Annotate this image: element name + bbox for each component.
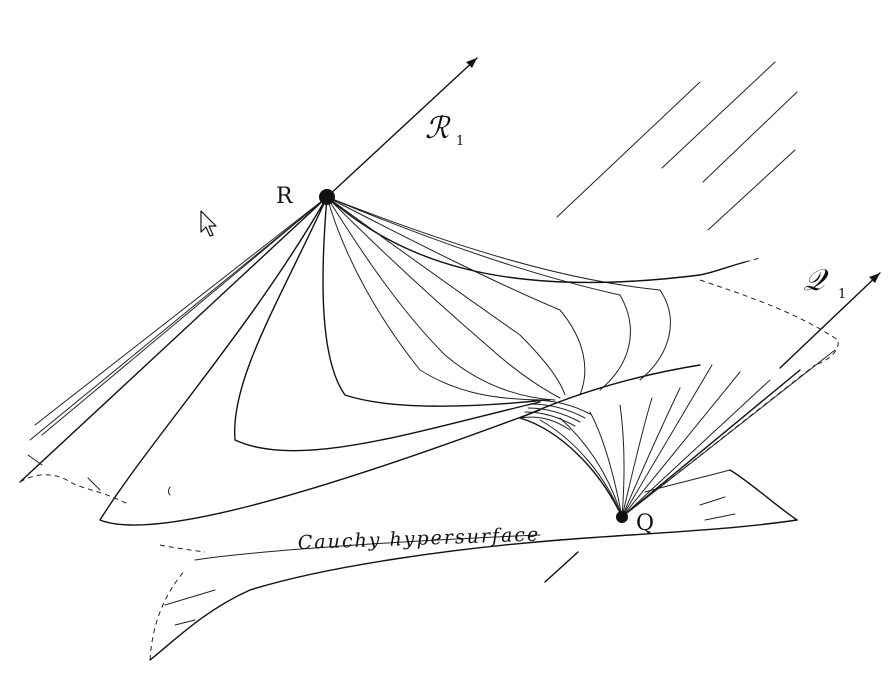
cauchy-hypersurface: [149, 469, 798, 661]
r-cone-generators: [19, 196, 839, 526]
event-q-dot: [616, 511, 628, 523]
r1-arrowhead: [466, 58, 477, 68]
label-q: Q: [636, 511, 654, 536]
label-r1-subscript: 1: [456, 134, 464, 149]
background-strokes: [556, 61, 798, 231]
mouse-pointer-icon: [200, 210, 217, 237]
label-cauchy-hypersurface: Cauchy hypersurface: [297, 524, 540, 554]
past-ray: [544, 551, 579, 583]
q1-ray: [779, 272, 881, 369]
label-q1-subscript: 1: [838, 287, 846, 302]
label-r: R: [276, 184, 294, 209]
label-r1: ℛ: [425, 111, 451, 146]
label-q1: 𝒬: [803, 263, 829, 298]
event-r-dot: [319, 189, 335, 205]
q-cone-generators: [519, 349, 836, 518]
q1-arrowhead: [869, 273, 880, 283]
r1-ray: [326, 57, 478, 198]
